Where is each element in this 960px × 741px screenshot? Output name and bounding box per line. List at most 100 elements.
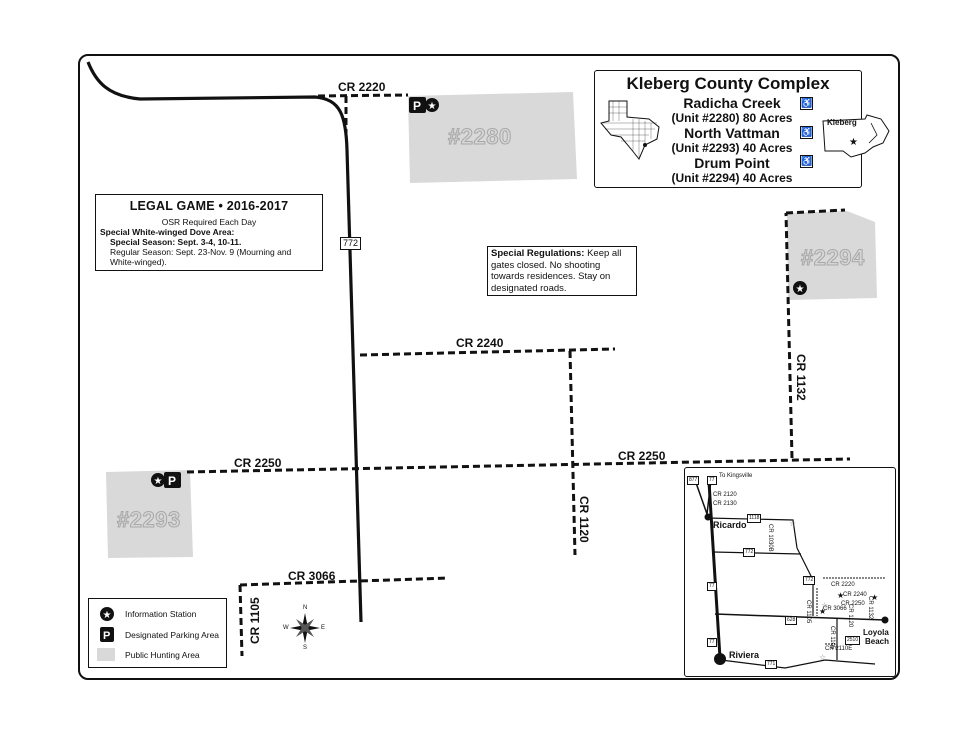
road-label-cr1120: CR 1120: [577, 496, 591, 543]
special-regulations: Special Regulations: Keep all gates clos…: [487, 246, 637, 296]
inset-hwy-77c: 77: [707, 638, 717, 647]
road-label-cr1105: CR 1105: [248, 597, 262, 644]
inset-cr2120: CR 2120: [713, 492, 737, 498]
legal-game-line: OSR Required Each Day: [161, 217, 257, 227]
legal-game-title: LEGAL GAME • 2016-2017: [129, 199, 289, 213]
legend-info-label: Information Station: [125, 609, 197, 619]
inset-hwy-2510: 2510: [845, 636, 861, 645]
svg-text:P: P: [103, 630, 110, 642]
road-label-cr3066: CR 3066: [288, 569, 336, 583]
parking-icon: P: [100, 627, 114, 642]
svg-text:★: ★: [428, 101, 437, 112]
inset-hwy-77b: 77: [707, 582, 717, 591]
road-cr1132-top: [785, 208, 846, 215]
inset-hwy-772: 772: [743, 548, 756, 557]
inset-cr1105: CR 1105: [805, 600, 811, 624]
hunting-area-2280: [408, 92, 577, 183]
unit-name-radicha: Radicha Creek: [683, 95, 781, 111]
road-label-cr2240: CR 2240: [456, 336, 504, 350]
unit-label-2294: #2294: [801, 245, 865, 271]
unit-label-2280: #2280: [448, 124, 512, 150]
svg-text:P: P: [413, 99, 421, 113]
inset-to-kingsville: To Kingsville: [719, 473, 753, 479]
county-locator-icon: ★: [822, 114, 890, 158]
legal-game-line: Regular Season: Sept. 23-Nov. 9 (Mournin…: [110, 247, 292, 257]
unit-name-drumpoint: Drum Point: [694, 155, 770, 171]
inset-hwy-771: 771: [765, 660, 778, 669]
inset-cr1132: CR 1132: [867, 596, 873, 620]
inset-hwy-77: 77: [707, 476, 717, 485]
hunting-area-swatch: [97, 648, 115, 661]
inset-cr3066: CR 3066: [823, 606, 847, 612]
inset-cr2110e: CR 2110E: [825, 646, 853, 652]
legal-game-line: Special Season: Sept. 3-4, 10-11.: [110, 237, 242, 247]
compass-s: S: [303, 645, 308, 651]
legend-parking-label: Designated Parking Area: [125, 630, 220, 640]
inset-beach: Beach: [865, 637, 890, 646]
road-label-cr2220: CR 2220: [338, 80, 386, 94]
compass-e: E: [321, 625, 326, 631]
road-cr2220: [317, 93, 409, 98]
road-label-cr1132: CR 1132: [794, 354, 808, 401]
road-cr2240: [359, 347, 616, 357]
svg-text:★: ★: [103, 610, 112, 621]
road-cr1120: [568, 350, 577, 556]
inset-hwy-628: 628: [785, 616, 798, 625]
legal-game-box: LEGAL GAME • 2016-2017 OSR Required Each…: [95, 194, 323, 271]
county-roads: [186, 93, 851, 657]
unit-detail-drumpoint: (Unit #2294) 40 Acres: [671, 171, 793, 185]
legend-box: ★ Information Station P Designated Parki…: [88, 598, 227, 668]
inset-hwy-877: 877: [687, 476, 700, 485]
inset-cr2250: CR 2250: [841, 601, 865, 607]
svg-text:★: ★: [154, 476, 163, 487]
info-station-2280: ★: [425, 98, 439, 112]
map-frame: [78, 54, 900, 680]
unit-detail-radicha: (Unit #2280) 80 Acres: [671, 111, 793, 125]
svg-text:★: ★: [871, 593, 878, 602]
wheelchair-icon: ♿: [800, 155, 813, 168]
special-regulations-text: Keep all gates closed. No shooting towar…: [491, 248, 622, 294]
inset-loyola: Loyola: [863, 628, 889, 637]
inset-roads: ☆ ☆ ☆ ★ ★ ★: [694, 479, 889, 669]
info-station-icon: ★: [100, 607, 114, 621]
inset-cr2130: CR 2130: [713, 501, 737, 507]
info-station-2293: ★: [151, 473, 165, 487]
legal-game-line: Special White-winged Dove Area:: [100, 227, 235, 237]
inset-hwy-772b: 772: [803, 576, 816, 585]
inset-cr1030b: CR 1030B: [767, 524, 773, 552]
title-box: Kleberg County Complex Radicha Creek (Un…: [594, 70, 890, 188]
road-label-cr2250: CR 2250: [618, 449, 666, 463]
unit-label-2293: #2293: [117, 507, 181, 533]
inset-cr1120: CR 1120: [847, 604, 853, 628]
texas-locator-icon: [600, 100, 660, 160]
compass-n: N: [303, 605, 308, 611]
wheelchair-icon: ♿: [800, 126, 813, 139]
complex-title: Kleberg County Complex: [626, 74, 830, 93]
legal-game-line: White-winged).: [110, 257, 167, 267]
special-regulations-label: Special Regulations:: [491, 248, 585, 259]
inset-ricardo: Ricardo: [713, 520, 747, 530]
svg-text:★: ★: [796, 284, 805, 295]
inset-riviera: Riviera: [729, 650, 760, 660]
road-cr1105: [238, 584, 244, 657]
wheelchair-icon: ♿: [800, 97, 813, 110]
road-cr1132: [784, 212, 794, 459]
unit-name-vattman: North Vattman: [684, 125, 780, 141]
svg-text:☆: ☆: [821, 601, 828, 610]
svg-text:★: ★: [819, 607, 826, 616]
legend-hunting-label: Public Hunting Area: [125, 650, 200, 660]
svg-text:☆: ☆: [789, 519, 796, 528]
county-locator-label: Kleberg: [827, 118, 857, 127]
inset-map: ☆ ☆ ☆ ★ ★ ★ 877 77 To Kingsville CR 2120…: [684, 467, 896, 677]
info-station-2294: ★: [793, 281, 807, 295]
hunting-area-2293: [106, 470, 193, 558]
road-label-cr2250: CR 2250: [234, 456, 282, 470]
highway-marker-772: 772: [340, 237, 362, 250]
parking-2280: P: [409, 97, 426, 113]
svg-text:P: P: [168, 474, 176, 488]
road-cr3066: [239, 576, 449, 587]
parking-2293: P: [164, 472, 181, 488]
unit-detail-vattman: (Unit #2293) 40 Acres: [671, 141, 793, 155]
compass-rose: [290, 613, 320, 643]
svg-text:☆: ☆: [819, 653, 826, 662]
